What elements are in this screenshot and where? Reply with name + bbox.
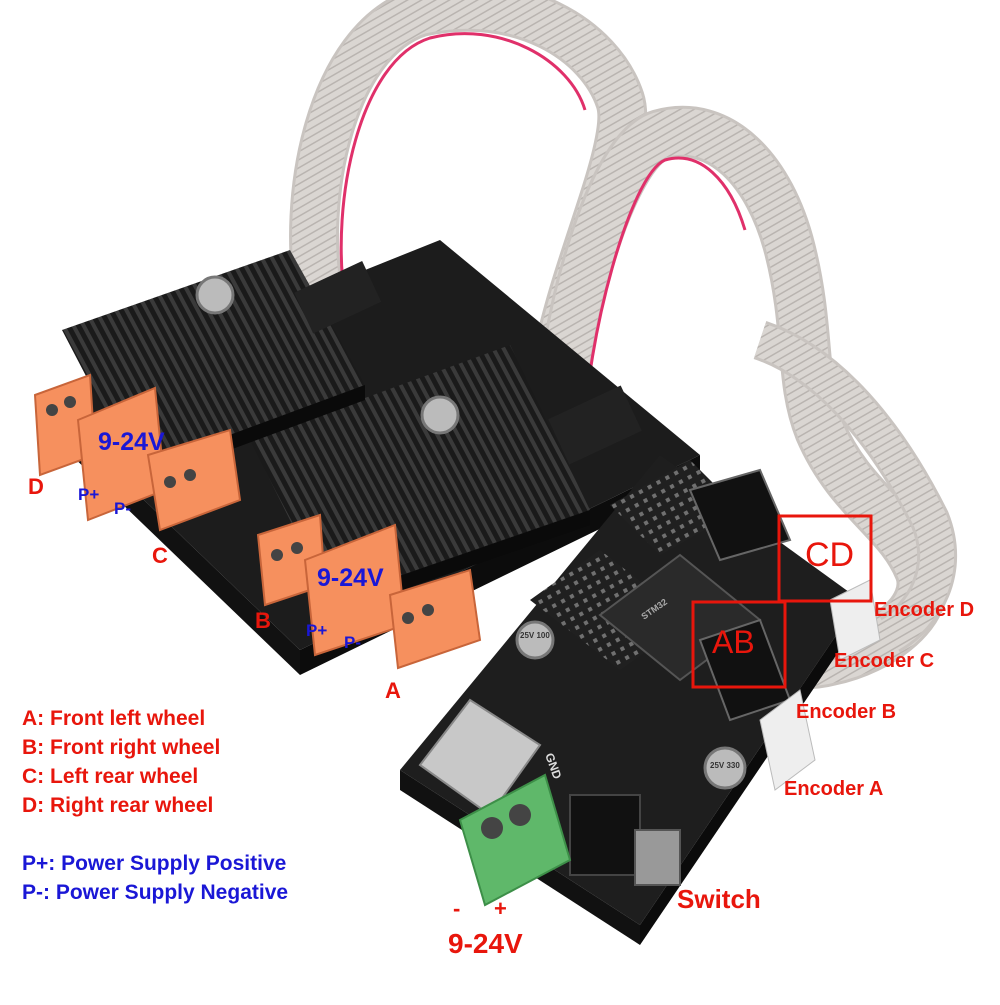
terminal-blocks-orange	[33, 373, 482, 670]
capacitor-marking: 25V 100	[520, 631, 550, 640]
legend-wheel-b: B: Front right wheel	[22, 736, 221, 759]
capacitor-icon	[515, 620, 555, 660]
polarity-p-plus: P+	[78, 485, 100, 504]
cd-highlight-box	[777, 514, 873, 603]
driver-voltage-label: 9-24V	[317, 564, 384, 592]
ribbon-cable	[289, 0, 958, 690]
dc-jack	[569, 794, 641, 876]
capacitor-icon	[195, 275, 235, 315]
motor-label-c: C	[152, 543, 168, 568]
terminal-block-green	[458, 773, 572, 907]
polarity-p-minus: P-	[344, 633, 361, 652]
usb-port	[418, 698, 542, 817]
ab-highlight-box	[691, 600, 787, 689]
main-plus-label: +	[494, 896, 507, 921]
driver-voltage-label: 9-24V	[98, 428, 165, 456]
motor-label-a: A	[385, 678, 401, 703]
motor-label-d: D	[28, 474, 44, 499]
legend-power-negative: P-: Power Supply Negative	[22, 881, 289, 904]
encoder-label-b: Encoder B	[796, 701, 897, 723]
power-switch	[634, 829, 681, 886]
encoder-label-c: Encoder C	[834, 650, 935, 672]
capacitor-icon	[420, 395, 460, 435]
capacitor-icon	[703, 746, 747, 790]
legend-wheel-c: C: Left rear wheel	[22, 765, 199, 788]
switch-label: Switch	[677, 884, 761, 914]
polarity-p-plus: P+	[306, 621, 328, 640]
capacitor-marking: 25V 330	[710, 761, 740, 770]
encoder-label-d: Encoder D	[874, 599, 975, 621]
encoder-label-a: Encoder A	[784, 778, 884, 800]
ab-box-label: AB	[712, 624, 755, 660]
terminal-screw-icons	[46, 396, 434, 624]
cd-box-label: CD	[805, 536, 855, 574]
legend-wheel-a: A: Front left wheel	[22, 707, 206, 730]
legend-wheel-d: D: Right rear wheel	[22, 794, 214, 817]
main-voltage-label: 9-24V	[448, 928, 523, 959]
motor-label-b: B	[255, 608, 271, 633]
legend-power-positive: P+: Power Supply Positive	[22, 852, 287, 875]
heatsink-right	[250, 345, 590, 600]
main-minus-label: -	[453, 896, 461, 921]
polarity-p-minus: P-	[114, 499, 131, 518]
